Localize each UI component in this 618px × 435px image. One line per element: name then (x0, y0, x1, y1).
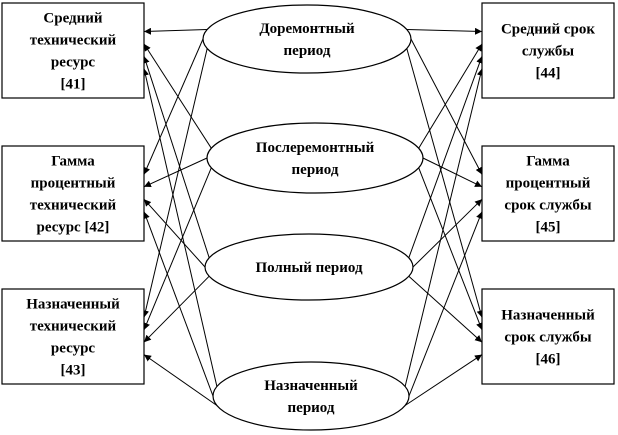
ellipse-post-repair-period: Послеремонтный период (206, 122, 424, 194)
ellipse-post-repair-period-frame (206, 122, 424, 194)
arrow-c3-to-r3 (408, 275, 483, 343)
arrow-c1-to-r3 (406, 48, 484, 318)
edges (142, 27, 484, 406)
box-average-service-life-label-line: Средний срок (501, 22, 595, 38)
arrow-c3-to-r2 (412, 198, 483, 268)
box-assigned-service-life-label-line: Назначенный (501, 308, 595, 324)
box-assigned-technical-resource-label-line: ресурс (51, 341, 95, 357)
arrow-c1-to-l2 (143, 38, 204, 175)
box-gamma-percent-technical-resource-label-line: ресурс [42] (37, 220, 110, 236)
arrow-c1-to-l3 (142, 48, 208, 318)
box-gamma-percent-service-life-label-line: срок службы (504, 198, 591, 214)
arrow-c2-to-r1 (418, 43, 483, 149)
box-assigned-service-life-label-line: срок службы (504, 330, 591, 346)
ellipse-pre-repair-period-label-line: Доремонтный (259, 21, 355, 37)
arrow-c1-to-r1 (406, 27, 483, 35)
box-assigned-service-life-label-line: [46] (536, 352, 561, 368)
arrow-c4-to-r1 (404, 68, 484, 387)
arrow-c4-to-l3 (143, 354, 218, 406)
ellipse-full-period: Полный период (204, 233, 414, 301)
ellipse-assigned-period: Назначенный период (212, 361, 410, 431)
ellipse-assigned-period-label-line: период (288, 400, 335, 416)
box-assigned-technical-resource-frame (1, 288, 145, 385)
box-gamma-percent-service-life: Гамма процентный срок службы [45] (481, 145, 615, 242)
box-average-service-life-label-line: службы (522, 44, 575, 60)
arrow-c4-to-r2 (408, 211, 483, 397)
box-average-technical-resource-label-line: Средний (43, 11, 103, 27)
box-gamma-percent-technical-resource-label-line: Гамма (51, 154, 95, 170)
arrow-c2-to-r2 (422, 157, 483, 188)
box-average-technical-resource: Средний технический ресурс [41] (1, 2, 145, 99)
arrow-c2-to-l2 (143, 157, 208, 188)
box-gamma-percent-service-life-frame (481, 145, 615, 242)
ellipse-pre-repair-period-frame (202, 4, 412, 74)
box-assigned-technical-resource-label-line: Назначенный (26, 297, 120, 313)
ellipse-pre-repair-period-label-line: период (284, 43, 331, 59)
ellipse-post-repair-period-label-line: период (292, 162, 339, 178)
box-gamma-percent-technical-resource-label-line: технический (30, 198, 117, 214)
arrow-c4-to-l1 (142, 68, 218, 387)
arrow-c4-to-r3 (404, 354, 483, 406)
arrow-c2-to-l1 (143, 43, 212, 149)
box-average-technical-resource-label-line: [41] (61, 77, 86, 93)
arrow-c3-to-l3 (143, 275, 210, 343)
box-assigned-service-life: Назначенный срок службы [46] (481, 288, 615, 385)
arrow-c3-to-l1 (142, 56, 210, 258)
arrow-c3-to-l2 (143, 198, 206, 268)
box-gamma-percent-technical-resource: Гамма процентный технический ресурс [42] (1, 145, 145, 242)
ellipse-assigned-period-label-line: Назначенный (264, 378, 358, 394)
arrow-c1-to-r2 (410, 38, 483, 175)
ellipse-assigned-period-frame (212, 361, 410, 431)
arrow-c2-to-l3 (143, 167, 212, 331)
box-gamma-percent-technical-resource-label-line: процентный (31, 176, 116, 192)
arrow-c1-to-l1 (143, 27, 208, 35)
box-average-service-life-label-line: [44] (536, 66, 561, 82)
box-gamma-percent-technical-resource-frame (1, 145, 145, 242)
box-average-technical-resource-label-line: ресурс (51, 55, 95, 71)
box-assigned-technical-resource-label-line: [43] (61, 363, 86, 379)
ellipse-pre-repair-period: Доремонтный период (202, 4, 412, 74)
ellipse-full-period-label-line: Полный период (255, 260, 362, 276)
box-average-service-life: Средний срок службы [44] (481, 2, 615, 99)
nodes: Средний технический ресурс [41] Гамма процент… (1, 2, 615, 431)
box-gamma-percent-service-life-label-line: [45] (536, 220, 561, 236)
box-average-service-life-frame (481, 2, 615, 99)
arrow-c2-to-r3 (418, 167, 483, 331)
box-assigned-service-life-frame (481, 288, 615, 385)
box-average-technical-resource-label-line: технический (30, 33, 117, 49)
arrow-c3-to-r1 (408, 56, 483, 258)
box-assigned-technical-resource: Назначенный технический ресурс [43] (1, 288, 145, 385)
box-average-technical-resource-frame (1, 2, 145, 99)
box-gamma-percent-service-life-label-line: процентный (506, 176, 591, 192)
arrow-c4-to-l2 (143, 211, 214, 397)
box-assigned-technical-resource-label-line: технический (30, 319, 117, 335)
ellipse-post-repair-period-label-line: Послеремонтный (256, 140, 375, 156)
ellipse-full-period-frame (204, 233, 414, 301)
box-gamma-percent-service-life-label-line: Гамма (526, 154, 570, 170)
